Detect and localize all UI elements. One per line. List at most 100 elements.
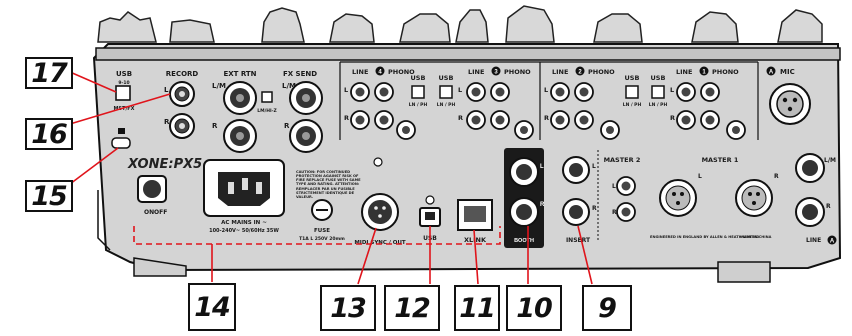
mst-fx-label: MST/FX xyxy=(113,106,134,112)
line-a-label: LINE xyxy=(806,237,821,244)
master2-label: MASTER 2 xyxy=(604,156,641,164)
phono-1-l-jack[interactable] xyxy=(700,82,720,102)
line-a-r-jack[interactable] xyxy=(795,197,825,227)
channel-3-block: USB LN / PH LINE 3 PHONO L R xyxy=(437,66,534,140)
fuse-holder[interactable] xyxy=(311,199,333,221)
svg-text:LN / PH: LN / PH xyxy=(409,102,428,108)
knob-6 xyxy=(455,9,489,43)
master1-l-xlr[interactable] xyxy=(659,179,697,217)
panel-top-lip xyxy=(95,47,841,61)
xlink-port[interactable] xyxy=(457,199,493,231)
phono-2-l-jack[interactable] xyxy=(574,82,594,102)
record-r-jack[interactable] xyxy=(169,113,195,139)
usb-top-sub: 9-10 xyxy=(118,80,129,86)
fx-send-r-jack[interactable] xyxy=(289,119,323,153)
security-slot[interactable] xyxy=(111,137,131,149)
svg-text:LN / PH: LN / PH xyxy=(623,102,642,108)
record-label: RECORD xyxy=(166,70,199,78)
svg-text:LN / PH: LN / PH xyxy=(437,102,456,108)
ac-rating-label: 100-240V~ 50/60Hz 35W xyxy=(209,228,279,234)
svg-text:L: L xyxy=(670,86,674,94)
ext-rtn-l-jack[interactable] xyxy=(223,81,257,115)
fx-send-lm: L/M xyxy=(282,82,296,90)
svg-text:L: L xyxy=(544,86,548,94)
svg-text:L: L xyxy=(344,86,348,94)
ext-rtn-r-jack[interactable] xyxy=(223,119,257,153)
lm-hiz-switch[interactable] xyxy=(261,91,273,103)
midi-sync-out-port[interactable] xyxy=(361,193,399,231)
ac-mains-socket[interactable] xyxy=(203,159,285,217)
phono-2-r-jack[interactable] xyxy=(574,110,594,130)
brand-logo: XONE:PX5 xyxy=(127,157,202,172)
record-l-jack[interactable] xyxy=(169,81,195,107)
line-1-l-jack[interactable] xyxy=(676,82,696,102)
engineered-label: ENGINEERED IN ENGLAND BY ALLEN & HEATH L… xyxy=(650,235,759,239)
usb-3-switch[interactable] xyxy=(439,85,453,99)
line-a-l-jack[interactable] xyxy=(795,153,825,183)
fx-send-r: R xyxy=(284,122,290,130)
line-2-r-jack[interactable] xyxy=(550,110,570,130)
master2-r-rca[interactable] xyxy=(616,202,636,222)
insert-r-jack[interactable] xyxy=(562,198,590,226)
callout-12: 12 xyxy=(384,285,440,331)
svg-text:USB: USB xyxy=(651,74,666,82)
knob-3 xyxy=(261,7,305,43)
booth-r: R xyxy=(540,202,545,208)
fx-send-l-jack[interactable] xyxy=(289,81,323,115)
ground-3[interactable] xyxy=(514,120,534,140)
svg-text:LINE: LINE xyxy=(468,68,484,76)
line-2-l-jack[interactable] xyxy=(550,82,570,102)
usb-b-port[interactable] xyxy=(419,207,441,227)
callout-9: 9 xyxy=(582,285,632,331)
ext-rtn-label: EXT RTN xyxy=(223,70,256,78)
line-3-r-jack[interactable] xyxy=(466,110,486,130)
ground-4[interactable] xyxy=(396,120,416,140)
phono-4-r-jack[interactable] xyxy=(374,110,394,130)
off-label: OFF xyxy=(154,209,167,216)
booth-r-jack[interactable] xyxy=(509,197,539,227)
line-a-lm: L/M xyxy=(824,157,836,164)
master1-l: L xyxy=(698,173,702,180)
fuse-rating: T1A L 250V 20mm xyxy=(299,236,345,242)
svg-text:PHONO: PHONO xyxy=(588,68,615,76)
insert-l-jack[interactable] xyxy=(562,156,590,184)
svg-text:R: R xyxy=(544,114,549,122)
ext-rtn-lm: L/M xyxy=(212,82,226,90)
phono-3-r-jack[interactable] xyxy=(490,110,510,130)
booth-l: L xyxy=(540,164,544,170)
power-switch[interactable] xyxy=(137,175,167,203)
usb-screw xyxy=(425,195,435,205)
booth-l-jack[interactable] xyxy=(509,157,539,187)
svg-text:L: L xyxy=(458,86,462,94)
master1-r-xlr[interactable] xyxy=(735,179,773,217)
ground-2[interactable] xyxy=(600,120,620,140)
midi-screw xyxy=(373,157,383,167)
phono-3-l-jack[interactable] xyxy=(490,82,510,102)
usb-1-switch[interactable] xyxy=(651,85,665,99)
line-4-r-jack[interactable] xyxy=(350,110,370,130)
knob-2 xyxy=(169,19,215,43)
svg-text:PHONO: PHONO xyxy=(388,68,415,76)
mic-xlr-input[interactable] xyxy=(769,83,811,125)
knob-4 xyxy=(329,13,375,43)
callout-11: 11 xyxy=(454,285,500,331)
line-3-l-jack[interactable] xyxy=(466,82,486,102)
master2-l-rca[interactable] xyxy=(616,176,636,196)
usb-top-label: USB xyxy=(116,70,132,78)
svg-text:USB: USB xyxy=(411,74,426,82)
ground-1[interactable] xyxy=(726,120,746,140)
svg-text:USB: USB xyxy=(439,74,454,82)
usb-9-10-switch[interactable] xyxy=(115,85,131,101)
line-1-r-jack[interactable] xyxy=(676,110,696,130)
phono-1-r-jack[interactable] xyxy=(700,110,720,130)
usb-4-switch[interactable] xyxy=(411,85,425,99)
usb-2-switch[interactable] xyxy=(625,85,639,99)
line-a-badge-text: A xyxy=(830,239,835,245)
section-dividers xyxy=(339,61,759,140)
midi-label: MIDI SYNC / OUT xyxy=(354,240,406,246)
phono-4-l-jack[interactable] xyxy=(374,82,394,102)
line-4-l-jack[interactable] xyxy=(350,82,370,102)
callout-16: 16 xyxy=(25,118,73,150)
ext-rtn-r: R xyxy=(212,122,218,130)
knob-5 xyxy=(399,13,451,43)
